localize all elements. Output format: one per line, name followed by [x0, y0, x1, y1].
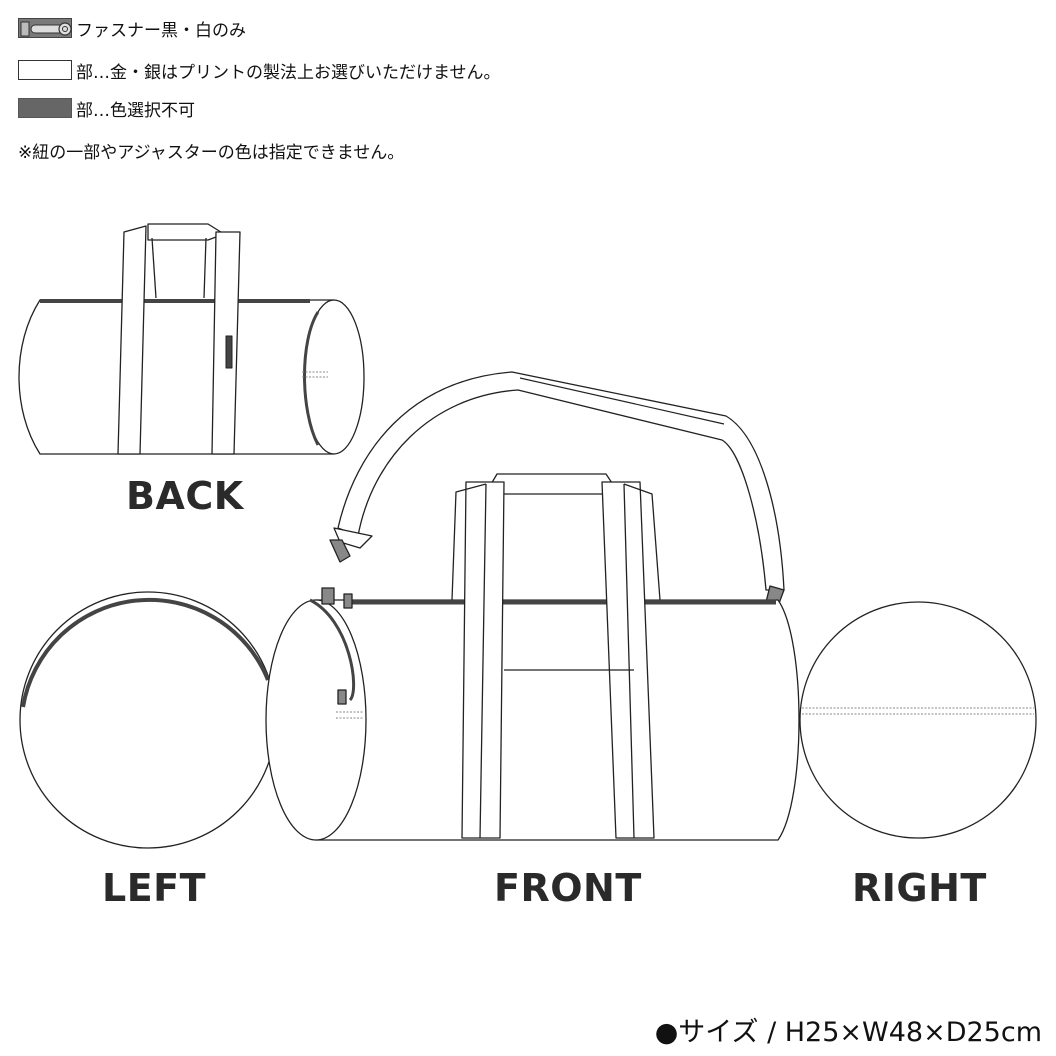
right-label: RIGHT	[852, 866, 987, 910]
legend-gray-text: 部…色選択不可	[76, 100, 195, 121]
zipper-swatch-icon	[18, 18, 72, 38]
back-label: BACK	[126, 474, 244, 518]
right-view	[799, 601, 1037, 839]
front-view	[265, 371, 800, 841]
legend-note: ※紐の一部やアジャスターの色は指定できません。	[18, 143, 405, 163]
gray-swatch	[18, 98, 72, 118]
left-label: LEFT	[102, 866, 207, 910]
legend-white-text: 部…金・銀はプリントの製法上お選びいただけません。	[76, 62, 501, 83]
front-label: FRONT	[494, 866, 642, 910]
size-text: ●サイズ / H25×W48×D25cm	[654, 1017, 1042, 1048]
legend-white-row: 部…金・銀はプリントの製法上お選びいただけません。	[18, 58, 501, 83]
white-swatch	[18, 60, 72, 80]
legend-zipper-row: ファスナー黒・白のみ	[18, 16, 246, 41]
left-view	[19, 591, 277, 849]
back-view	[18, 223, 365, 455]
legend-zipper-text: ファスナー黒・白のみ	[76, 20, 246, 41]
legend-gray-row: 部…色選択不可	[18, 96, 195, 121]
